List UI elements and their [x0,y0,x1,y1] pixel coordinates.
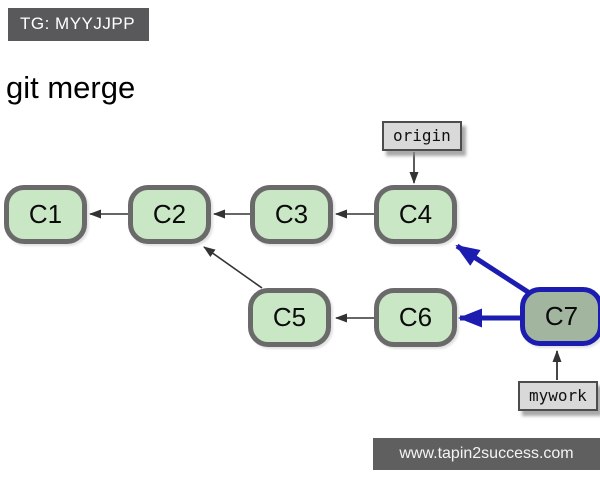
commit-node-c4: C4 [374,185,457,244]
commit-node-c2: C2 [128,185,211,244]
commit-label: C7 [544,301,579,331]
page-title: git merge [6,70,136,105]
commit-label: C3 [274,199,309,229]
commit-label: C5 [272,302,307,332]
commit-label: C1 [28,199,63,229]
tag-badge: TG: MYYJJPP [8,8,150,41]
commit-node-c5: C5 [248,288,331,347]
edge-c5-c2 [203,246,263,289]
commit-node-c3: C3 [250,185,333,244]
commit-node-c6: C6 [374,288,457,347]
watermark-text: www.tapin2success.com [399,445,574,462]
watermark-bar: www.tapin2success.com [373,438,600,470]
edge-c7-c4-merge [455,243,530,295]
commit-label: C6 [398,302,433,332]
commit-node-c1: C1 [4,185,87,244]
ref-label-mywork: mywork [518,381,598,411]
ref-label-origin: origin [382,121,462,151]
commit-node-c7-merge: C7 [520,287,600,346]
commit-label: C4 [398,199,433,229]
commit-label: C2 [152,199,187,229]
